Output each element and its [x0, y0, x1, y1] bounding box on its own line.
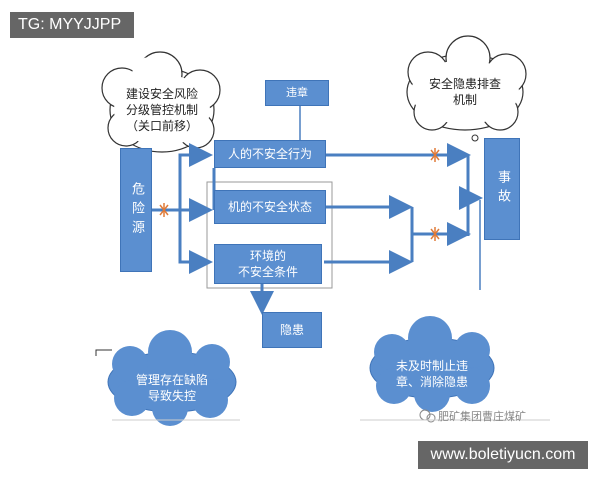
unsafe-env-box: 环境的 不安全条件	[214, 244, 322, 284]
cloud-hazard-check	[406, 35, 527, 142]
block-mark-3	[430, 227, 440, 241]
unsafe-behavior-box: 人的不安全行为	[214, 140, 326, 168]
block-mark-2	[430, 148, 440, 162]
top-watermark-tag: TG: MYYJJPP	[10, 12, 134, 38]
cloud-management-defect-text: 管理存在缺陷 导致失控	[135, 373, 208, 403]
source-watermark: 肥矿集团曹庄煤矿	[438, 410, 526, 423]
unsafe-state-box: 机的不安全状态	[214, 190, 326, 224]
cloud-management-defect	[107, 330, 237, 426]
cloud-risk-control-text: 建设安全风险 分级管控机制 （关口前移）	[125, 87, 198, 133]
hidden-danger-box: 隐患	[262, 312, 322, 348]
block-mark-1	[159, 203, 169, 217]
hazard-source-box: 危险源	[120, 148, 152, 272]
cloud-not-stopped-text: 未及时制止违 章、消除隐患	[395, 359, 468, 389]
accident-box: 事故	[484, 138, 520, 240]
cloud-not-stopped	[369, 316, 495, 412]
pointer-line	[95, 349, 112, 356]
violation-box: 违章	[265, 80, 329, 106]
focus-frame	[206, 181, 333, 289]
cloud-hazard-check-text: 安全隐患排查 机制	[428, 77, 501, 107]
cloud-risk-control	[101, 51, 221, 159]
block-marks	[159, 148, 440, 241]
bottom-watermark-tag: www.boletiyucn.com	[418, 441, 588, 469]
